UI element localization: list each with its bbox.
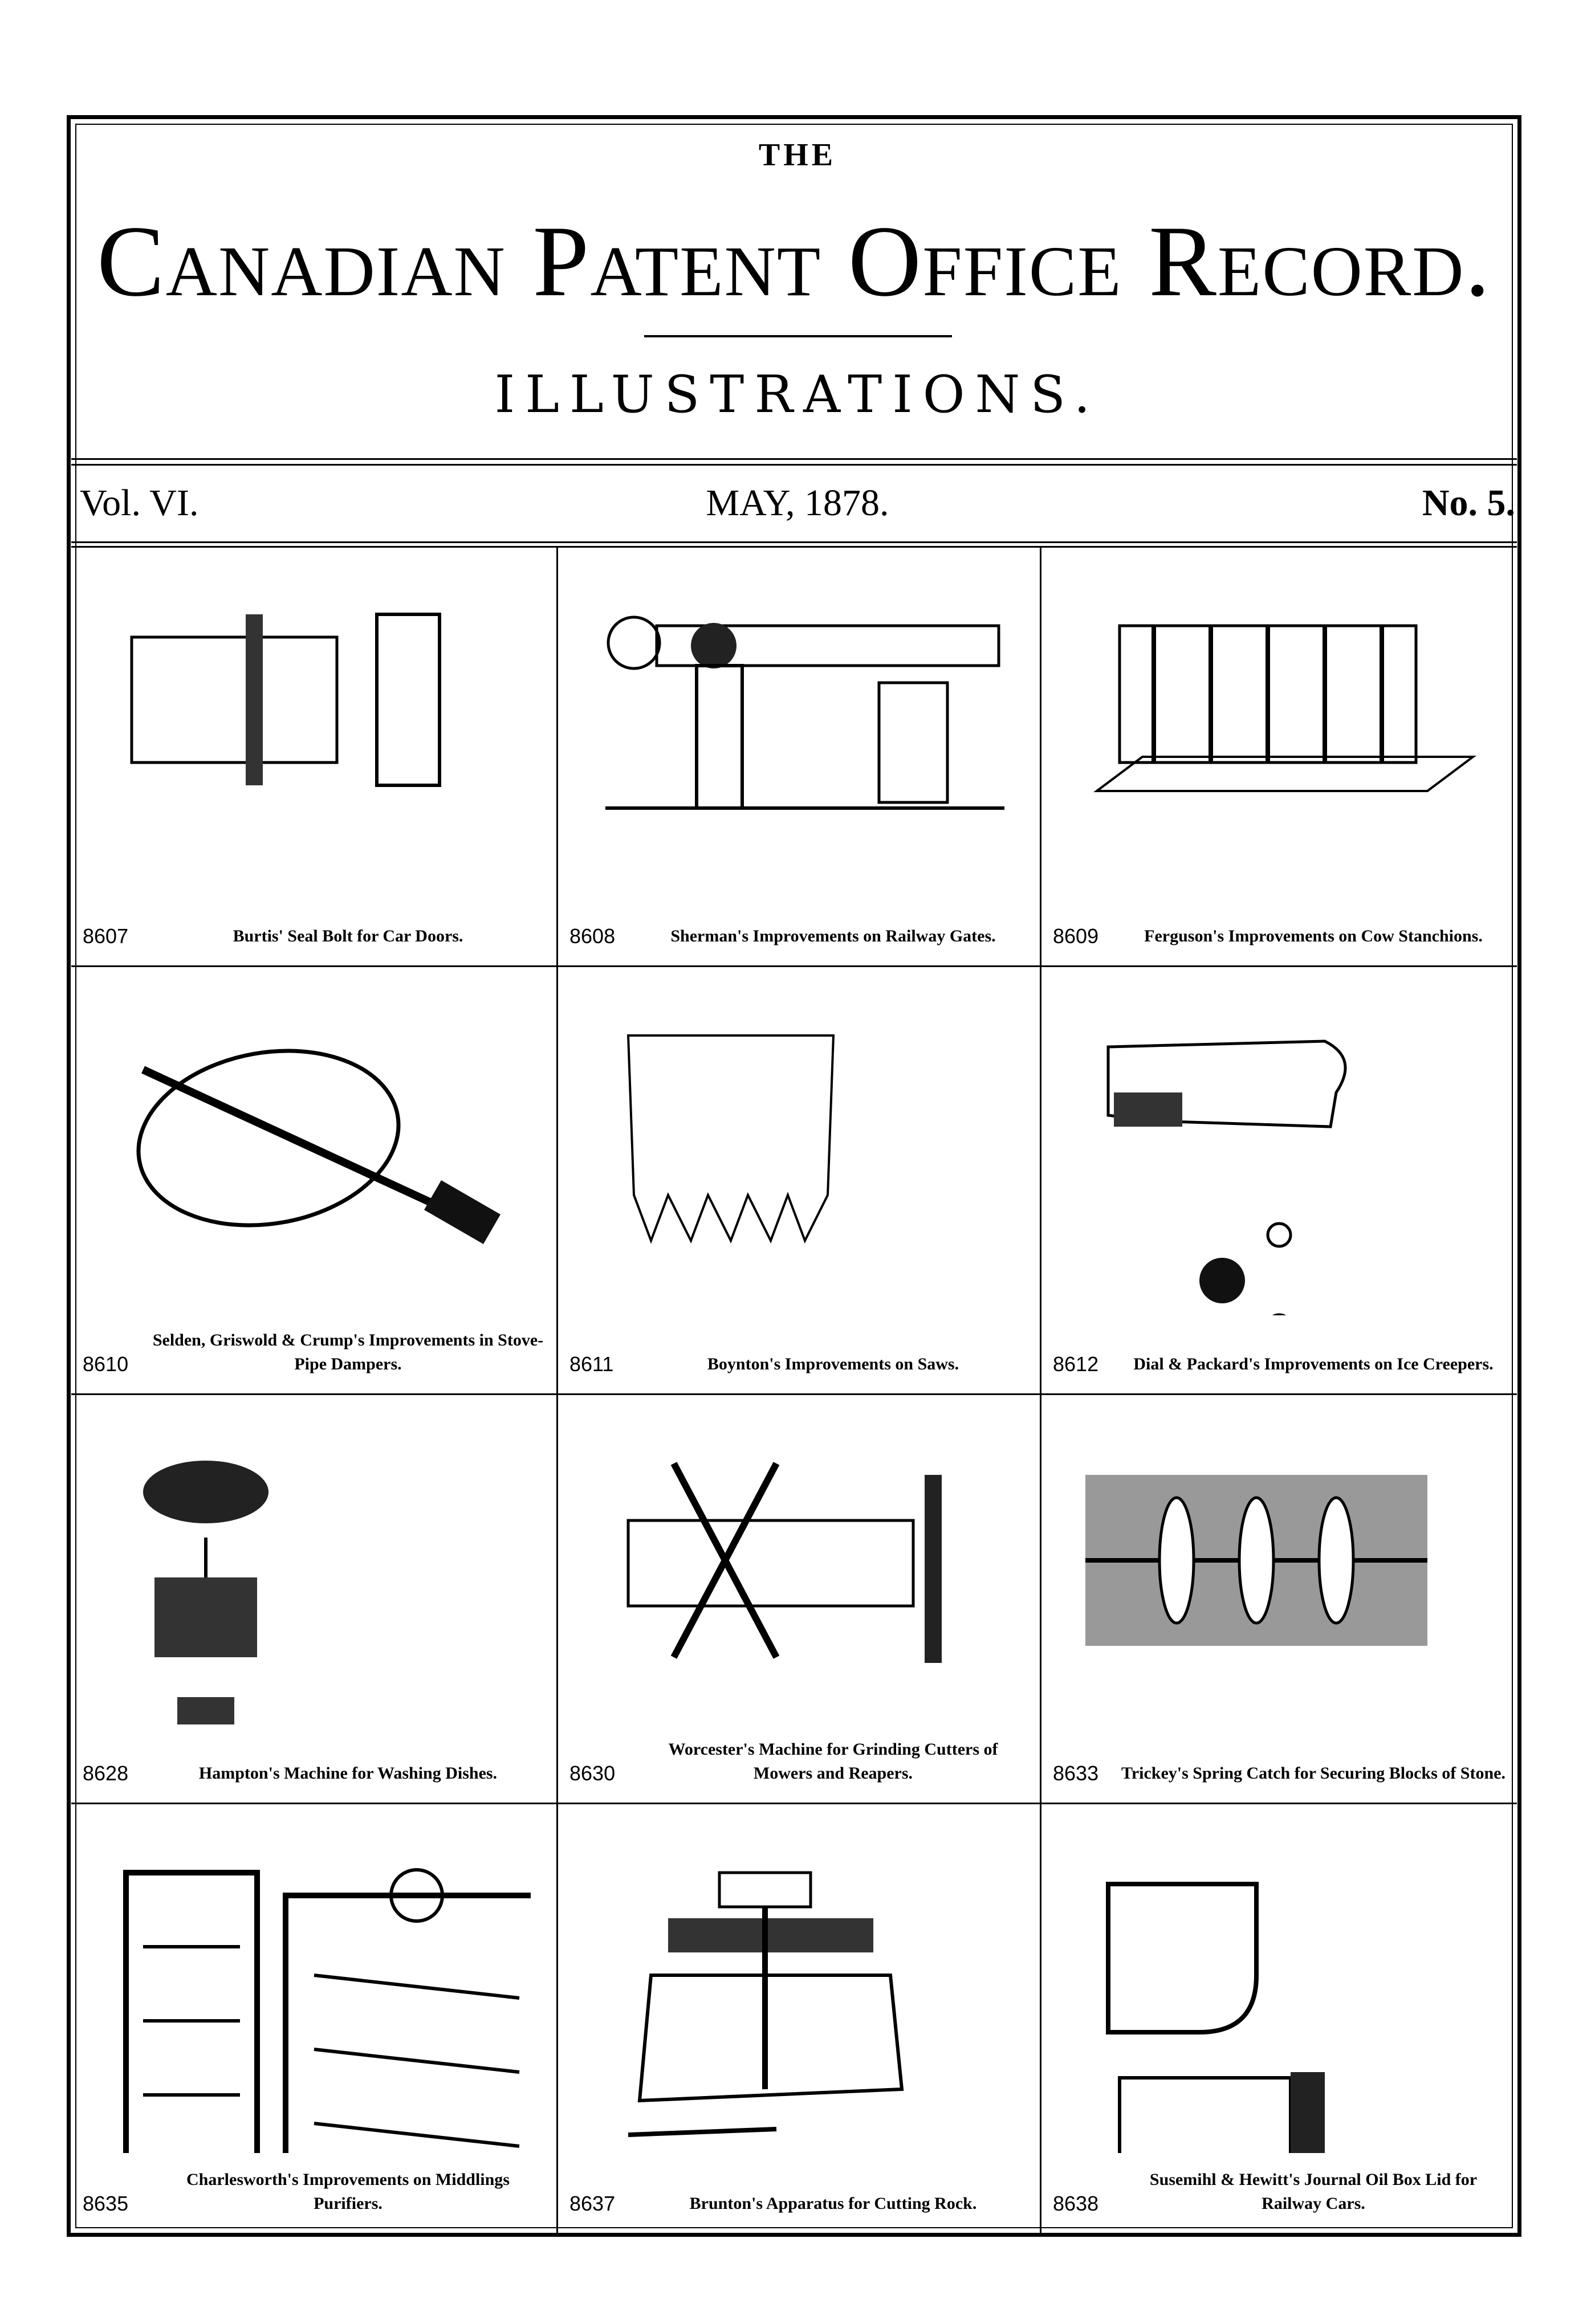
patent-drawing (1106, 1039, 1347, 1315)
patent-number: 8611 (569, 1352, 614, 1376)
patent-number: 8607 (83, 924, 129, 948)
caption: 8637 Brunton's Apparatus for Cutting Rock… (569, 2192, 1028, 2216)
patent-title: Hampton's Machine for Washing Dishes. (198, 1764, 498, 1783)
masthead-the: THE (758, 137, 837, 173)
patent-title: Dial & Packard's Improvements on Ice Cre… (1133, 1355, 1494, 1373)
patent-title: Selden, Griswold & Crump's Improvements … (152, 1331, 544, 1373)
patent-drawing (605, 615, 1004, 810)
patent-title: Worcester's Machine for Grinding Cutters… (668, 1740, 998, 1783)
page-border (67, 115, 1521, 2237)
patent-title: Brunton's Apparatus for Cutting Rock. (689, 2194, 977, 2213)
caption: 8633 Trickey's Spring Catch for Securing … (1053, 1762, 1506, 1785)
patent-illustration-8637: 8637 Brunton's Apparatus for Cutting Rock… (558, 1804, 1041, 2233)
patent-illustration-8607: 8607 Burtis' Seal Bolt for Car Doors. (71, 546, 558, 967)
illustration-grid: 8607 Burtis' Seal Bolt for Car Doors. 8608… (71, 546, 1517, 2233)
divider (71, 541, 1517, 543)
caption: 8608 Sherman's Improvements on Railway Ga… (569, 924, 1028, 948)
patent-title: Sherman's Improvements on Railway Gates. (670, 927, 996, 945)
divider (644, 335, 952, 337)
patent-drawing (626, 1034, 835, 1244)
patent-number: 8609 (1053, 924, 1099, 948)
issue-number: No. 5. (1422, 482, 1515, 524)
patent-illustration-8610: 8610 Selden, Griswold & Crump's Improveme… (71, 967, 558, 1395)
caption: 8607 Burtis' Seal Bolt for Car Doors. (83, 924, 545, 948)
patent-number: 8637 (569, 2192, 616, 2215)
caption: 8635 Charlesworth's Improvements on Middl… (83, 2168, 545, 2216)
patent-title: Ferguson's Improvements on Cow Stanchion… (1144, 927, 1483, 945)
patent-number: 8638 (1053, 2192, 1099, 2215)
patent-illustration-8608: 8608 Sherman's Improvements on Railway Ga… (558, 546, 1041, 967)
patent-title: Susemihl & Hewitt's Journal Oil Box Lid … (1149, 2170, 1478, 2213)
patent-drawing (136, 1049, 501, 1244)
patent-number: 8610 (83, 1352, 129, 1376)
patent-number: 8628 (83, 1762, 129, 1785)
patent-drawing (1106, 1882, 1325, 2153)
patent-drawing (1093, 624, 1476, 792)
patent-title: Trickey's Spring Catch for Securing Bloc… (1121, 1764, 1506, 1783)
caption: 8609 Ferguson's Improvements on Cow Stanc… (1053, 924, 1506, 948)
patent-drawing (123, 1868, 531, 2153)
patent-drawing (143, 1461, 268, 1724)
caption: 8630 Worcester's Machine for Grinding Cut… (569, 1738, 1028, 1785)
patent-title: Charlesworth's Improvements on Middlings… (186, 2170, 510, 2213)
issue-date: MAY, 1878. (706, 482, 889, 524)
caption: 8638 Susemihl & Hewitt's Journal Oil Box … (1053, 2168, 1506, 2216)
patent-drawing (130, 613, 441, 787)
patent-illustration-8633: 8633 Trickey's Spring Catch for Securing … (1041, 1395, 1517, 1804)
patent-drawing (1085, 1475, 1427, 1646)
caption: 8610 Selden, Griswold & Crump's Improveme… (83, 1328, 545, 1376)
patent-number: 8608 (569, 924, 616, 948)
patent-illustration-8630: 8630 Worcester's Machine for Grinding Cut… (558, 1395, 1041, 1804)
patent-illustration-8611: 8611 Boynton's Improvements on Saws. (558, 967, 1041, 1395)
caption: 8612 Dial & Packard's Improvements on Ice… (1053, 1352, 1506, 1376)
divider (71, 458, 1517, 460)
patent-illustration-8609: 8609 Ferguson's Improvements on Cow Stanc… (1041, 546, 1517, 967)
patent-title: Boynton's Improvements on Saws. (707, 1355, 959, 1373)
volume: Vol. VI. (80, 482, 199, 524)
patent-number: 8612 (1053, 1352, 1099, 1376)
patent-drawing (628, 1871, 904, 2137)
caption: 8611 Boynton's Improvements on Saws. (569, 1352, 1028, 1376)
patent-number: 8633 (1053, 1762, 1099, 1785)
patent-number: 8630 (569, 1762, 616, 1785)
masthead-title: Canadian Patent Office Record. (96, 205, 1492, 317)
patent-drawing (626, 1462, 942, 1663)
patent-illustration-8628: 8628 Hampton's Machine for Washing Dishes… (71, 1395, 558, 1804)
divider (71, 546, 1517, 548)
patent-number: 8635 (83, 2192, 129, 2215)
section-title: ILLUSTRATIONS. (494, 365, 1101, 425)
patent-illustration-8638: 8638 Susemihl & Hewitt's Journal Oil Box … (1041, 1804, 1517, 2233)
patent-title: Burtis' Seal Bolt for Car Doors. (233, 927, 463, 945)
patent-illustration-8612: 8612 Dial & Packard's Improvements on Ice… (1041, 967, 1517, 1395)
divider (71, 464, 1517, 466)
caption: 8628 Hampton's Machine for Washing Dishes… (83, 1762, 545, 1785)
patent-illustration-8635: 8635 Charlesworth's Improvements on Middl… (71, 1804, 558, 2233)
